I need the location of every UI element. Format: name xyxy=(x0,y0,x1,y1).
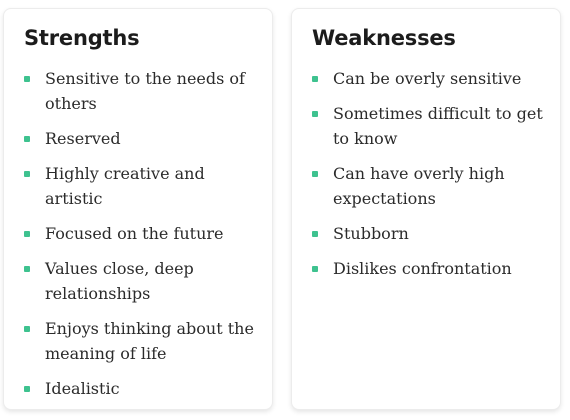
list-item: Idealistic xyxy=(24,376,256,401)
list-item: Sometimes difficult to get to know xyxy=(312,101,544,151)
bullet-icon xyxy=(312,76,318,82)
list-item-text: Reserved xyxy=(45,129,121,148)
list-item-text: Focused on the future xyxy=(45,224,224,243)
list-item-text: Sometimes difficult to get to know xyxy=(333,104,543,148)
list-item-text: Enjoys thinking about the meaning of lif… xyxy=(45,319,254,363)
weaknesses-card: Weaknesses Can be overly sensitive Somet… xyxy=(291,8,561,410)
bullet-icon xyxy=(24,326,30,332)
bullet-icon xyxy=(24,231,30,237)
list-item-text: Dislikes confrontation xyxy=(333,259,512,278)
weaknesses-list: Can be overly sensitive Sometimes diffic… xyxy=(312,66,544,281)
list-item: Focused on the future xyxy=(24,221,256,246)
list-item-text: Sensitive to the needs of others xyxy=(45,69,245,113)
list-item-text: Highly creative and artistic xyxy=(45,164,205,208)
list-item: Can be overly sensitive xyxy=(312,66,544,91)
list-item: Highly creative and artistic xyxy=(24,161,256,211)
bullet-icon xyxy=(24,136,30,142)
strengths-card: Strengths Sensitive to the needs of othe… xyxy=(3,8,273,410)
bullet-icon xyxy=(312,171,318,177)
list-item-text: Can be overly sensitive xyxy=(333,69,522,88)
list-item-text: Values close, deep relationships xyxy=(45,259,194,303)
bullet-icon xyxy=(24,266,30,272)
list-item: Enjoys thinking about the meaning of lif… xyxy=(24,316,256,366)
bullet-icon xyxy=(312,266,318,272)
list-item: Stubborn xyxy=(312,221,544,246)
bullet-icon xyxy=(312,111,318,117)
bullet-icon xyxy=(24,386,30,392)
weaknesses-title: Weaknesses xyxy=(312,26,456,50)
bullet-icon xyxy=(24,171,30,177)
bullet-icon xyxy=(24,76,30,82)
list-item-text: Stubborn xyxy=(333,224,409,243)
list-item: Can have overly high expectations xyxy=(312,161,544,211)
strengths-list: Sensitive to the needs of others Reserve… xyxy=(24,66,256,401)
bullet-icon xyxy=(312,231,318,237)
list-item-text: Idealistic xyxy=(45,379,120,398)
list-item-text: Can have overly high expectations xyxy=(333,164,505,208)
list-item: Sensitive to the needs of others xyxy=(24,66,256,116)
list-item: Dislikes confrontation xyxy=(312,256,544,281)
strengths-title: Strengths xyxy=(24,26,140,50)
list-item: Values close, deep relationships xyxy=(24,256,256,306)
list-item: Reserved xyxy=(24,126,256,151)
